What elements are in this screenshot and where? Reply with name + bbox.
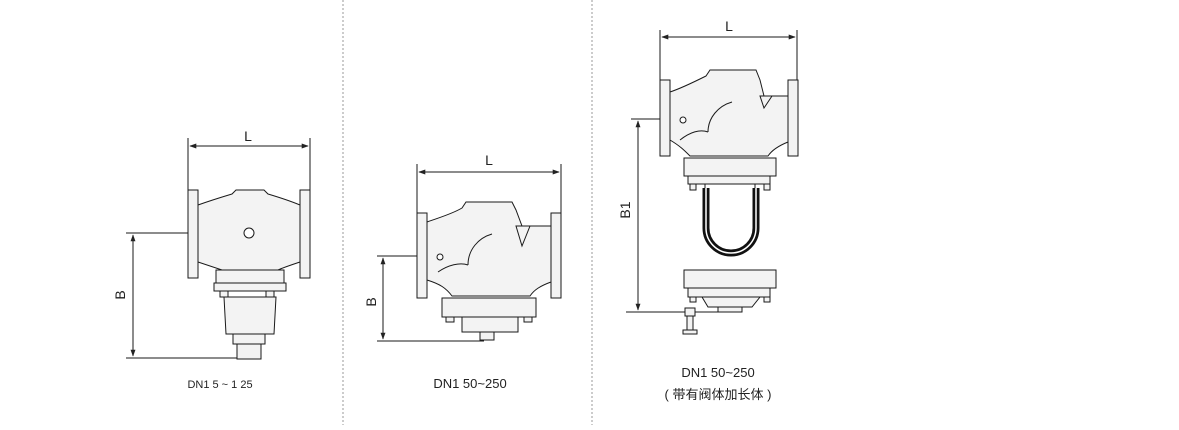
panel-3-dim-l-label: L (725, 18, 733, 34)
panel-2-caption: DN1 50~250 (433, 376, 506, 391)
panel-3-caption: DN1 50~250 (681, 365, 754, 380)
panel-3-caption-note: ( 带有阀体加长体 ) (665, 387, 772, 402)
panel-1-dim-b-label: B (112, 290, 128, 299)
panel-3-drawing (626, 30, 799, 335)
panel-2-drawing (377, 164, 562, 342)
panel-1-drawing (126, 138, 311, 360)
panel-3-dim-b1-label: B1 (617, 201, 633, 218)
panel-1-dim-l-label: L (244, 128, 252, 144)
panel-2-dim-l-label: L (485, 152, 493, 168)
panel-2-dim-b-label: B (363, 297, 379, 306)
panel-1-caption: DN1 5 ~ 1 25 (187, 379, 252, 391)
